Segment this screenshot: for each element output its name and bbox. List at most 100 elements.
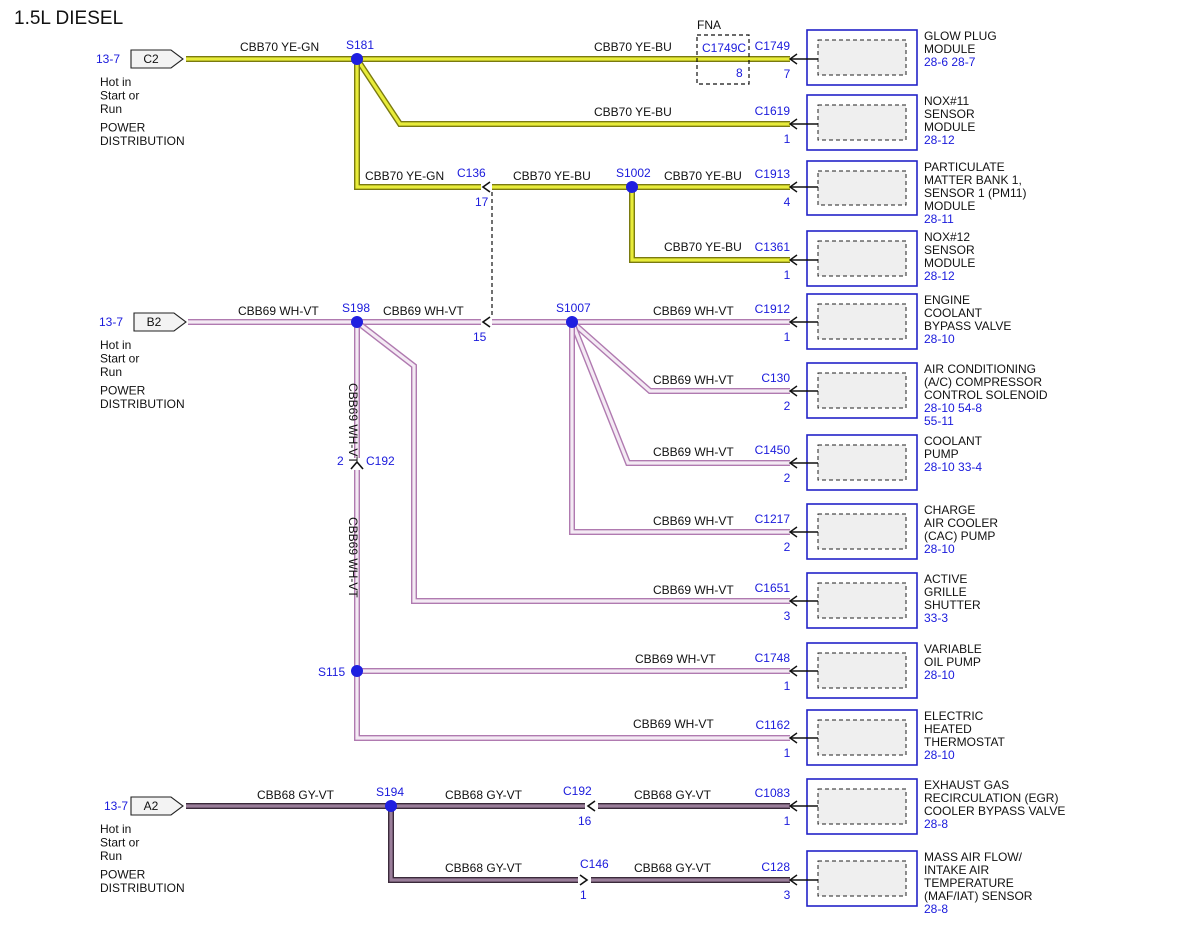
wire-label: CBB69 WH-VT [238,304,319,318]
component-inner-box [817,444,907,481]
source-note: DISTRIBUTION [100,397,185,411]
component-pin: 1 [784,679,791,693]
source-connector-shape [130,796,184,816]
source-connector-shape [133,312,187,332]
component-inner-box [817,860,907,897]
source-note: DISTRIBUTION [100,881,185,895]
component-page-ref: 28-10 [924,332,955,346]
fna-connector-box: FNA C1749C 8 [696,18,750,85]
wire-label: CBB70 YE-BU [594,40,672,54]
component-pin: 1 [784,132,791,146]
component-name-line: COOLER BYPASS VALVE [924,804,1065,818]
component-name-line: VARIABLE [924,642,982,656]
source-pin-label: C2 [143,52,159,66]
component-page-ref: 55-11 [924,414,954,428]
component-name-line: AIR CONDITIONING [924,362,1036,376]
inline-connector-name: C192 [563,784,592,798]
component-connector: C128 [761,860,790,874]
component-name-line: OIL PUMP [924,655,981,669]
component-connector: C1450 [755,443,791,457]
component-inner-box [817,240,907,277]
component-name-line: ACTIVE [924,572,967,586]
splice-s115: S115 [318,665,363,679]
wire-label: CBB69 WH-VT [653,445,734,459]
inline-connector-symbol [481,316,491,328]
fna-connector-name: C1749C [702,41,746,55]
component-name-line: GRILLE [924,585,967,599]
component-inner-box [817,372,907,409]
component-name-line: MASS AIR FLOW/ [924,850,1023,864]
component-inner-box [817,582,907,619]
fna-pin: 8 [736,66,743,80]
component-connector: C1162 [756,718,791,732]
inline-connector-c136-pin-17: C136 17 [457,166,491,209]
inline-connector-pin: 2 [337,454,344,468]
component-name-line: CHARGE [924,503,975,517]
wire-label: CBB69 WH-VT [633,717,714,731]
inline-connector-pin: 17 [475,195,489,209]
component-pin: 2 [784,540,791,554]
component-page-ref: 28-10 33-4 [924,460,982,474]
component-name-line: GLOW PLUG [924,29,997,43]
component-name-line: (A/C) COMPRESSOR [924,375,1042,389]
wire-label: CBB68 GY-VT [445,861,523,875]
wire-label: CBB69 WH-VT [635,652,716,666]
source-note: POWER [100,868,146,882]
source-pin-label: A2 [144,799,159,813]
component-connector: C1619 [755,104,791,118]
component-page-ref: 28-10 [924,748,955,762]
splice-label: S194 [376,785,404,799]
splice-dot [626,181,638,193]
splice-s194: S194 [376,785,404,812]
inline-connector-name: C136 [457,166,486,180]
source-page-ref: 13-7 [96,52,120,66]
component-pin: 4 [784,195,791,209]
fna-label: FNA [697,18,721,32]
component-name-line: COOLANT [924,306,983,320]
component-pin: 3 [784,888,791,902]
wire-label: CBB69 WH-VT [653,583,734,597]
wire-label: CBB70 YE-BU [664,169,742,183]
splice-s1007: S1007 [556,301,591,328]
component-pin: 1 [784,330,791,344]
wire-label: CBB68 GY-VT [634,788,712,802]
source-note: Hot in [100,338,131,352]
component-name-line: (MAF/IAT) SENSOR [924,889,1033,903]
component-name-line: SENSOR [924,107,975,121]
wire-cbb69-ac [570,319,790,394]
component-name-line: SENSOR 1 (PM11) [924,186,1026,200]
wire-cbb68-c146 [388,806,578,883]
component-inner-box [817,303,907,340]
source-pin-label: B2 [147,315,162,329]
component-name-line: MODULE [924,120,975,134]
wire-label: CBB68 GY-VT [634,861,712,875]
component-name-line: MODULE [924,42,975,56]
component-page-ref: 28-11 [924,212,954,226]
component-name-line: MODULE [924,256,975,270]
component-name-line: SHUTTER [924,598,981,612]
component-inner-box [817,513,907,550]
component-page-ref: 28-8 [924,902,948,916]
component-page-ref: 28-10 54-8 [924,401,982,415]
splice-label: S1007 [556,301,591,315]
component-name-line: PUMP [924,447,959,461]
source-connector-shape [130,49,184,69]
wire-label: CBB70 YE-BU [594,105,672,119]
component-name-line: (CAC) PUMP [924,529,995,543]
component-name-line: HEATED [924,722,972,736]
inline-connector-symbol [579,874,589,886]
inline-connector-symbol [481,181,491,193]
component-page-ref: 28-12 [924,133,955,147]
wire-cbb70-nox12 [629,187,790,263]
component-name-line: AIR COOLER [924,516,998,530]
source-note: DISTRIBUTION [100,134,185,148]
splice-label: S1002 [616,166,651,180]
page-title: 1.5L DIESEL [14,8,123,29]
